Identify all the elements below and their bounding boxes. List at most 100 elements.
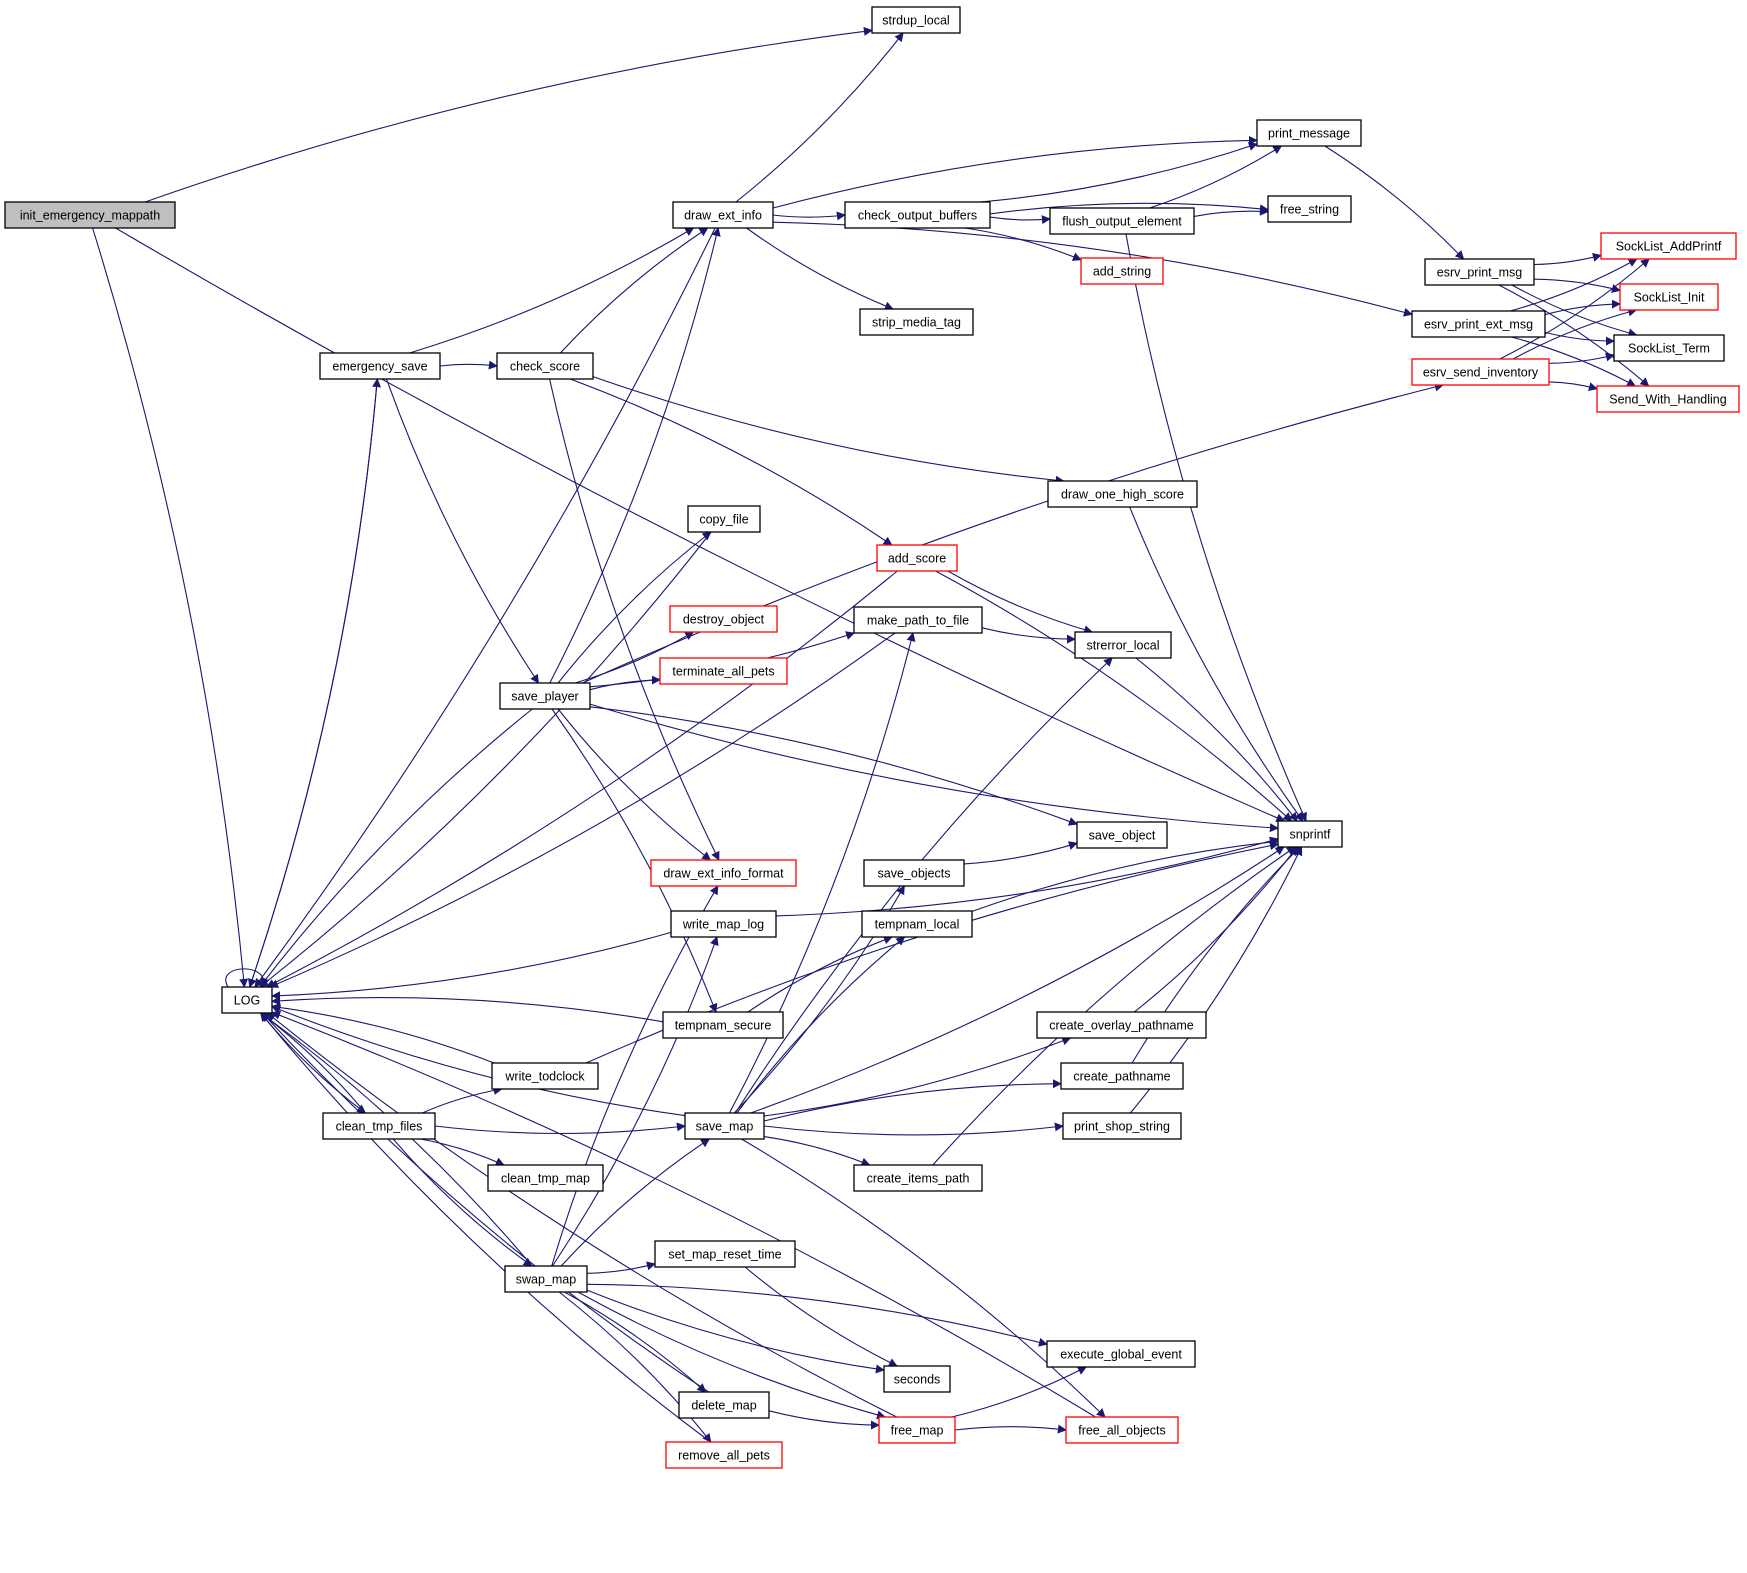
node-strerror-local[interactable]: strerror_local [1074,631,1172,659]
node-tempnam-secure[interactable]: tempnam_secure [662,1011,784,1039]
node-set-map-reset-time[interactable]: set_map_reset_time [654,1240,796,1268]
node-box[interactable] [496,352,594,380]
node-box[interactable] [863,859,965,887]
node-draw-ext-info-format[interactable]: draw_ext_info_format [650,859,797,887]
node-box[interactable] [1411,310,1546,338]
node-box[interactable] [1036,1011,1207,1039]
node-box[interactable] [670,910,777,938]
node-emergency-save[interactable]: emergency_save [319,352,441,380]
node-box[interactable] [1060,1062,1184,1090]
node-save-object[interactable]: save_object [1076,821,1168,849]
node-box[interactable] [654,1240,796,1268]
node-strdup-local[interactable]: strdup_local [871,6,961,34]
node-socklist-init[interactable]: SockList_Init [1619,283,1719,311]
node-box[interactable] [878,1416,956,1444]
node-socklist-term[interactable]: SockList_Term [1613,334,1725,362]
node-add-score[interactable]: add_score [876,544,958,572]
node-remove-all-pets[interactable]: remove_all_pets [665,1441,783,1469]
node-esrv-print-msg[interactable]: esrv_print_msg [1424,258,1535,286]
node-box[interactable] [1046,1340,1196,1368]
node-box[interactable] [844,201,991,229]
node-add-string[interactable]: add_string [1080,257,1164,285]
node-clean-tmp-files[interactable]: clean_tmp_files [322,1112,436,1140]
node-swap-map[interactable]: swap_map [504,1265,588,1293]
node-create-overlay-pathname[interactable]: create_overlay_pathname [1036,1011,1207,1039]
node-create-pathname[interactable]: create_pathname [1060,1062,1184,1090]
node-box[interactable] [672,201,774,229]
node-box[interactable] [662,1011,784,1039]
node-save-objects[interactable]: save_objects [863,859,965,887]
node-box[interactable] [1613,334,1725,362]
node-write-map-log[interactable]: write_map_log [670,910,777,938]
node-box[interactable] [1619,283,1719,311]
node-create-items-path[interactable]: create_items_path [853,1164,983,1192]
node-execute-global-event[interactable]: execute_global_event [1046,1340,1196,1368]
node-box[interactable] [678,1391,770,1419]
node-box[interactable] [4,201,176,229]
node-esrv-print-ext-msg[interactable]: esrv_print_ext_msg [1411,310,1546,338]
node-box[interactable] [1600,232,1737,260]
node-box[interactable] [1049,207,1195,235]
node-box[interactable] [1080,257,1164,285]
node-box[interactable] [504,1265,588,1293]
node-box[interactable] [853,1164,983,1192]
node-box[interactable] [1074,631,1172,659]
node-box[interactable] [861,910,973,938]
node-box[interactable] [650,859,797,887]
node-check-output-buffers[interactable]: check_output_buffers [844,201,991,229]
node-box[interactable] [1065,1416,1179,1444]
node-box[interactable] [499,682,591,710]
node-box[interactable] [853,606,983,634]
node-tempnam-local[interactable]: tempnam_local [861,910,973,938]
node-box[interactable] [883,1365,951,1393]
node-box[interactable] [1277,820,1343,848]
node-box[interactable] [1411,358,1550,386]
node-terminate-all-pets[interactable]: terminate_all_pets [659,657,788,685]
node-log[interactable]: LOG [221,986,273,1014]
node-box[interactable] [1062,1112,1182,1140]
node-box[interactable] [1047,480,1198,508]
node-init-emergency-mappath[interactable]: init_emergency_mappath [4,201,176,229]
node-box[interactable] [1256,119,1362,147]
node-destroy-object[interactable]: destroy_object [669,605,778,633]
node-box[interactable] [1267,195,1352,223]
node-box[interactable] [859,308,974,336]
node-delete-map[interactable]: delete_map [678,1391,770,1419]
node-clean-tmp-map[interactable]: clean_tmp_map [487,1164,604,1192]
node-make-path-to-file[interactable]: make_path_to_file [853,606,983,634]
node-flush-output-element[interactable]: flush_output_element [1049,207,1195,235]
node-box[interactable] [659,657,788,685]
node-box[interactable] [319,352,441,380]
node-box[interactable] [1424,258,1535,286]
node-draw-ext-info[interactable]: draw_ext_info [672,201,774,229]
node-box[interactable] [1076,821,1168,849]
node-copy-file[interactable]: copy_file [687,505,761,533]
node-box[interactable] [669,605,778,633]
node-send-with-handling[interactable]: Send_With_Handling [1596,385,1740,413]
node-seconds[interactable]: seconds [883,1365,951,1393]
node-box[interactable] [487,1164,604,1192]
node-free-map[interactable]: free_map [878,1416,956,1444]
node-box[interactable] [687,505,761,533]
node-box[interactable] [871,6,961,34]
node-write-todclock[interactable]: write_todclock [491,1062,599,1090]
node-box[interactable] [322,1112,436,1140]
node-snprintf[interactable]: snprintf [1277,820,1343,848]
node-socklist-addprintf[interactable]: SockList_AddPrintf [1600,232,1737,260]
node-box[interactable] [684,1112,765,1140]
node-print-shop-string[interactable]: print_shop_string [1062,1112,1182,1140]
node-free-all-objects[interactable]: free_all_objects [1065,1416,1179,1444]
node-box[interactable] [665,1441,783,1469]
node-draw-one-high-score[interactable]: draw_one_high_score [1047,480,1198,508]
node-strip-media-tag[interactable]: strip_media_tag [859,308,974,336]
node-save-map[interactable]: save_map [684,1112,765,1140]
node-box[interactable] [876,544,958,572]
node-box[interactable] [491,1062,599,1090]
node-check-score[interactable]: check_score [496,352,594,380]
node-free-string[interactable]: free_string [1267,195,1352,223]
node-box[interactable] [221,986,273,1014]
node-esrv-send-inventory[interactable]: esrv_send_inventory [1411,358,1550,386]
node-box[interactable] [1596,385,1740,413]
node-save-player[interactable]: save_player [499,682,591,710]
node-print-message[interactable]: print_message [1256,119,1362,147]
